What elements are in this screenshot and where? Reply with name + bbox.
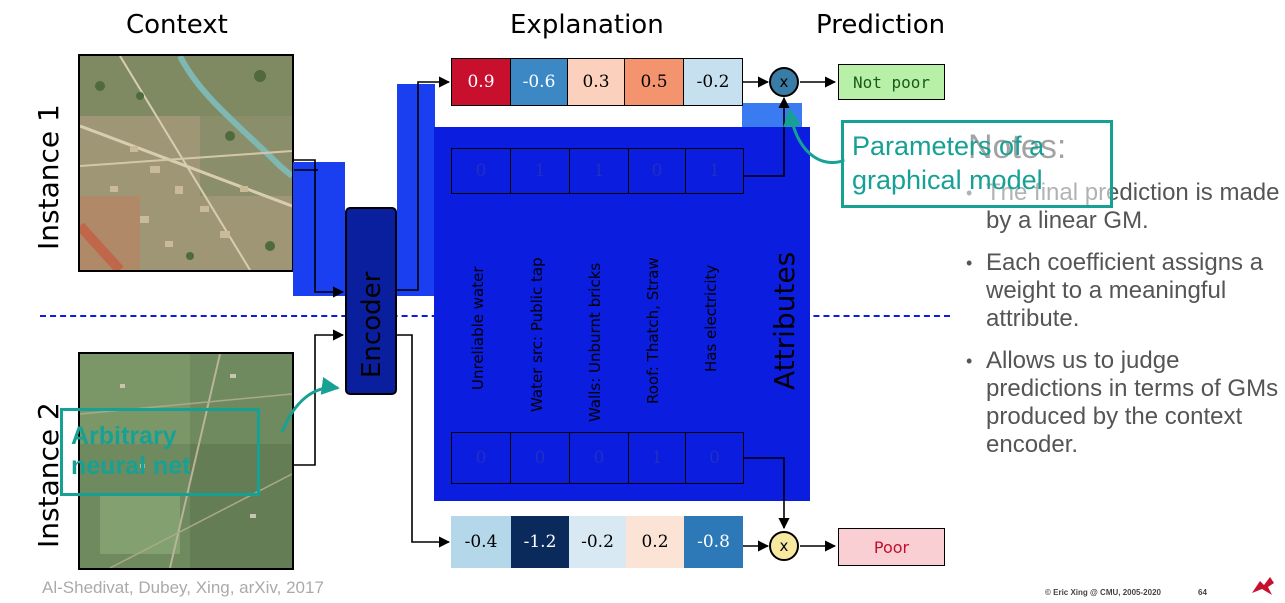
footer-page-number: 64	[1198, 588, 1207, 597]
explanation-top-cell-0: 0.9	[451, 58, 511, 106]
prediction-bottom: Poor	[838, 528, 945, 566]
explanation-row-top: 0.9 -0.6 0.3 0.5 -0.2	[451, 58, 743, 106]
multiply-symbol-top: x	[779, 73, 789, 91]
satellite-image-1	[78, 54, 294, 272]
notes-item: • Allows us to judge predictions in terms…	[960, 347, 1280, 459]
notes-item: • Each coefficient assigns a weight to a …	[960, 249, 1280, 333]
encoder-to-explanation-top	[397, 76, 451, 291]
citation: Al-Shedivat, Dubey, Xing, arXiv, 2017	[42, 578, 324, 597]
explanation-top-cell-1: -0.6	[510, 58, 568, 106]
notes-item-text: Allows us to judge predictions in terms …	[986, 347, 1279, 458]
explanation-top-cell-3: 0.5	[624, 58, 684, 106]
bullet-icon: •	[966, 253, 973, 273]
feature-block-mid	[397, 84, 435, 296]
gm-callout-line-2: graphical model	[852, 165, 1043, 195]
attribute-row-top: 0 1 1 0 1	[451, 148, 744, 194]
multiply-operator-bottom: x	[769, 531, 799, 561]
notes-list: •The final prediction is made by a linea…	[960, 179, 1280, 459]
image-2-to-encoder-line	[294, 329, 345, 466]
gm-callout-line-1: Parameters of a	[852, 131, 1045, 161]
feature-block-left	[293, 162, 345, 296]
prediction-top: Not poor	[838, 64, 945, 100]
explanation-header: Explanation	[510, 10, 664, 40]
attribute-panel	[434, 127, 810, 501]
cmu-logo-icon	[1250, 575, 1276, 597]
attribute-row-bottom: 0 0 0 1 0	[451, 432, 744, 484]
gm-callout: Parameters of a graphical model	[841, 120, 1113, 208]
explanation-bottom-cell-1: -1.2	[511, 516, 569, 568]
prediction-header: Prediction	[816, 10, 946, 40]
explanation-bottom-cell-3: 0.2	[626, 516, 684, 568]
explanation-row-bottom: -0.4 -1.2 -0.2 0.2 -0.8	[451, 516, 743, 568]
multiply-symbol-bottom: x	[779, 537, 789, 555]
attributes-bottom-to-multiply	[744, 457, 790, 530]
image-1-to-encoder-lines	[294, 159, 345, 298]
explanation-bottom-cell-2: -0.2	[569, 516, 626, 568]
nn-callout: Arbitrary neural net	[60, 408, 260, 496]
explanation-bottom-cell-4: -0.8	[684, 516, 743, 568]
satellite-image-2	[78, 352, 294, 570]
context-header: Context	[126, 10, 228, 40]
encoder-to-explanation-bottom	[397, 334, 451, 548]
multiply-operator-top: x	[769, 67, 799, 97]
footer-copyright: © Eric Xing @ CMU, 2005-2020	[1045, 588, 1161, 597]
attributes-top-to-multiply	[744, 96, 790, 177]
attribute-top-cell-4: 1	[685, 148, 744, 194]
nn-callout-pointer	[280, 376, 340, 433]
nn-callout-line-2: neural net	[71, 452, 191, 480]
attribute-bottom-cell-4: 0	[685, 432, 744, 484]
notes-item-text: Each coefficient assigns a weight to a m…	[986, 249, 1264, 332]
gm-callout-pointer	[783, 108, 846, 164]
bullet-icon: •	[966, 351, 973, 371]
explanation-top-cell-2: 0.3	[567, 58, 625, 106]
explanation-bottom-cell-0: -0.4	[451, 516, 511, 568]
nn-callout-line-1: Arbitrary	[71, 422, 177, 450]
explanation-top-cell-4: -0.2	[683, 58, 743, 106]
encoder-block	[345, 207, 397, 395]
